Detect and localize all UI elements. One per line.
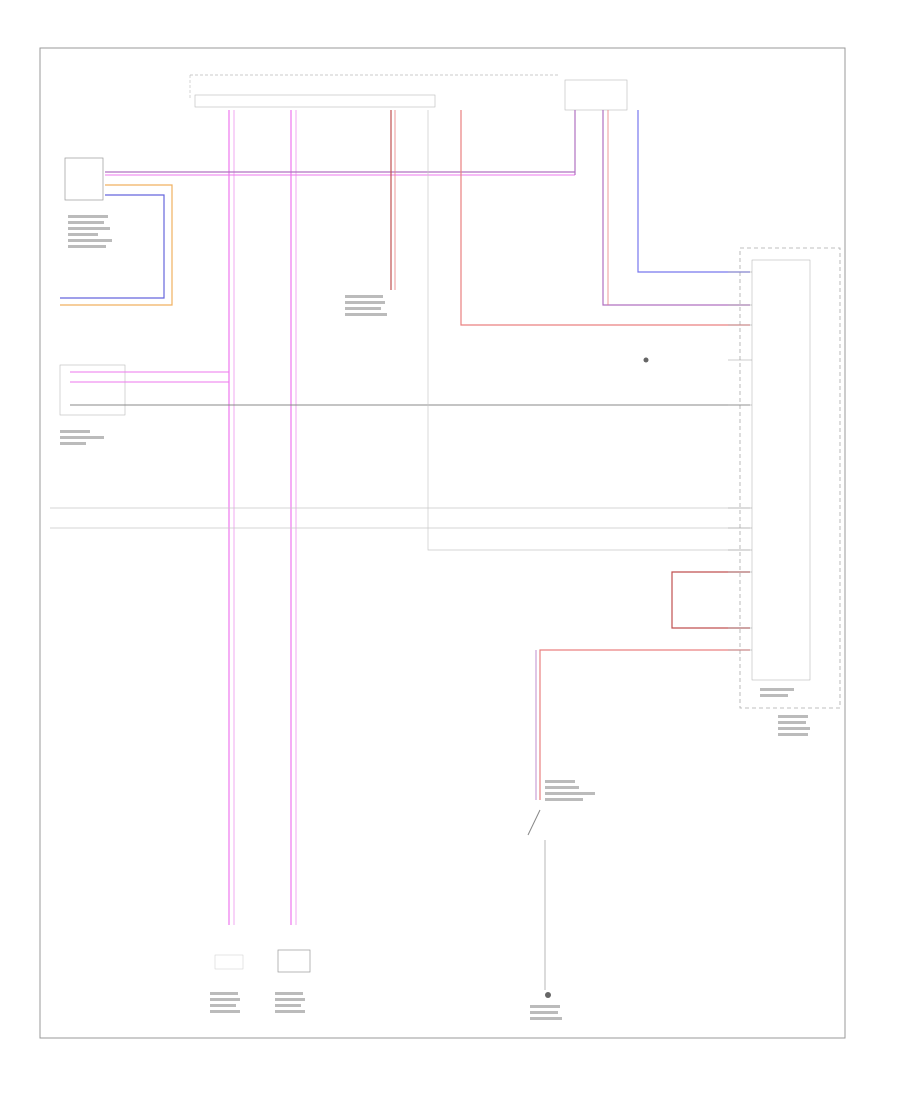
diagram-border xyxy=(39,47,846,1039)
wire-blue-sensor xyxy=(60,194,165,299)
wire-darkred-loop xyxy=(671,571,750,629)
ground-bottom xyxy=(545,992,551,998)
main-control-module-inner xyxy=(751,259,811,681)
module-pins xyxy=(728,271,752,651)
bottom-connector-left xyxy=(214,954,244,970)
top-connector-left xyxy=(194,94,436,108)
bottom-connector-right xyxy=(277,949,311,973)
wire-orange-sensor xyxy=(60,184,173,306)
unreadable-label-marks xyxy=(60,215,810,1020)
wire-red-to-module xyxy=(460,110,750,326)
wire-red-to-switch xyxy=(539,649,750,800)
top-connector-right xyxy=(564,79,628,111)
left-sensor-block xyxy=(64,157,104,201)
wire-purple-to-module xyxy=(602,110,750,306)
switch-contact xyxy=(527,809,541,836)
main-control-module xyxy=(739,247,841,709)
ground-module xyxy=(643,357,649,363)
wire-light-3 xyxy=(427,110,750,551)
switch-block xyxy=(59,364,126,416)
wire-blue-to-module xyxy=(637,110,750,273)
